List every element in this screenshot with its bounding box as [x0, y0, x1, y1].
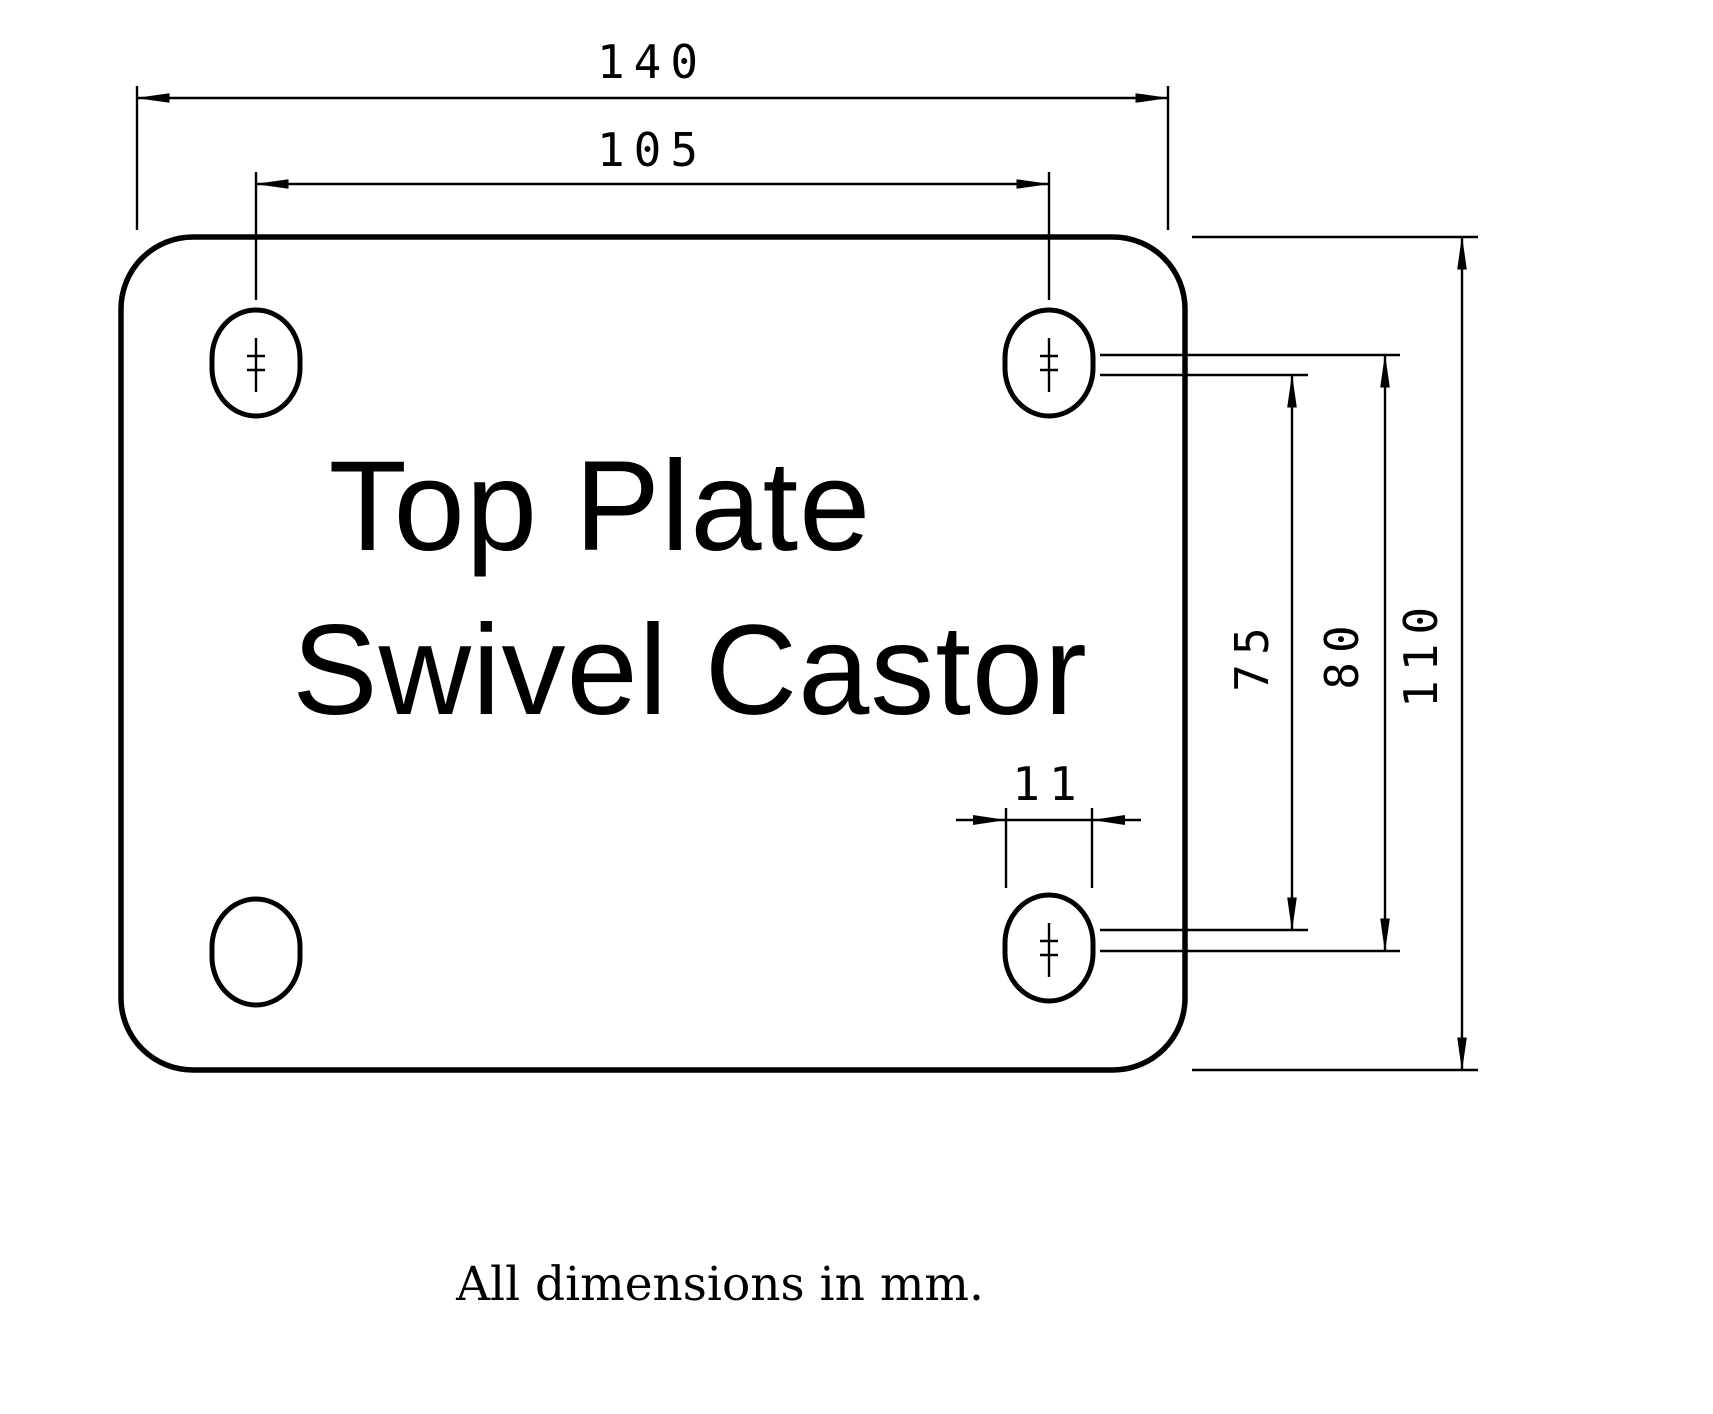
dim-hole-spacing-vertical-75: 75 [1100, 373, 1308, 932]
dim-hole-spacing-vertical-80: 80 [1100, 353, 1400, 953]
dim-label-slot-width: 11 [1012, 757, 1085, 811]
dim-overall-depth: 110 [1192, 235, 1478, 1072]
dim-label-overall-depth: 110 [1394, 598, 1448, 708]
mounting-slot-bottom-left [209, 896, 303, 1008]
arrowhead [1092, 815, 1125, 825]
arrowhead [973, 815, 1006, 825]
dim-overall-width: 140 [135, 35, 1170, 230]
title-line-1: Top Plate [329, 435, 872, 578]
footnote-text: All dimensions in mm. [455, 1257, 984, 1312]
dim-label-hole-spacing-vertical-75: 75 [1225, 618, 1279, 691]
dim-slot-width: 11 [956, 757, 1141, 888]
center-mark-top-left [247, 338, 265, 392]
dim-label-hole-spacing-horizontal: 105 [597, 123, 707, 177]
dim-label-hole-spacing-vertical-80: 80 [1315, 616, 1369, 689]
dim-hole-spacing-horizontal: 105 [254, 123, 1051, 300]
top-plate-outline [118, 234, 1188, 1073]
center-mark-top-right [1040, 338, 1058, 392]
title-line-2: Swivel Castor [292, 599, 1087, 742]
center-mark-bottom-right [1040, 923, 1058, 977]
dim-label-overall-width: 140 [597, 35, 707, 89]
